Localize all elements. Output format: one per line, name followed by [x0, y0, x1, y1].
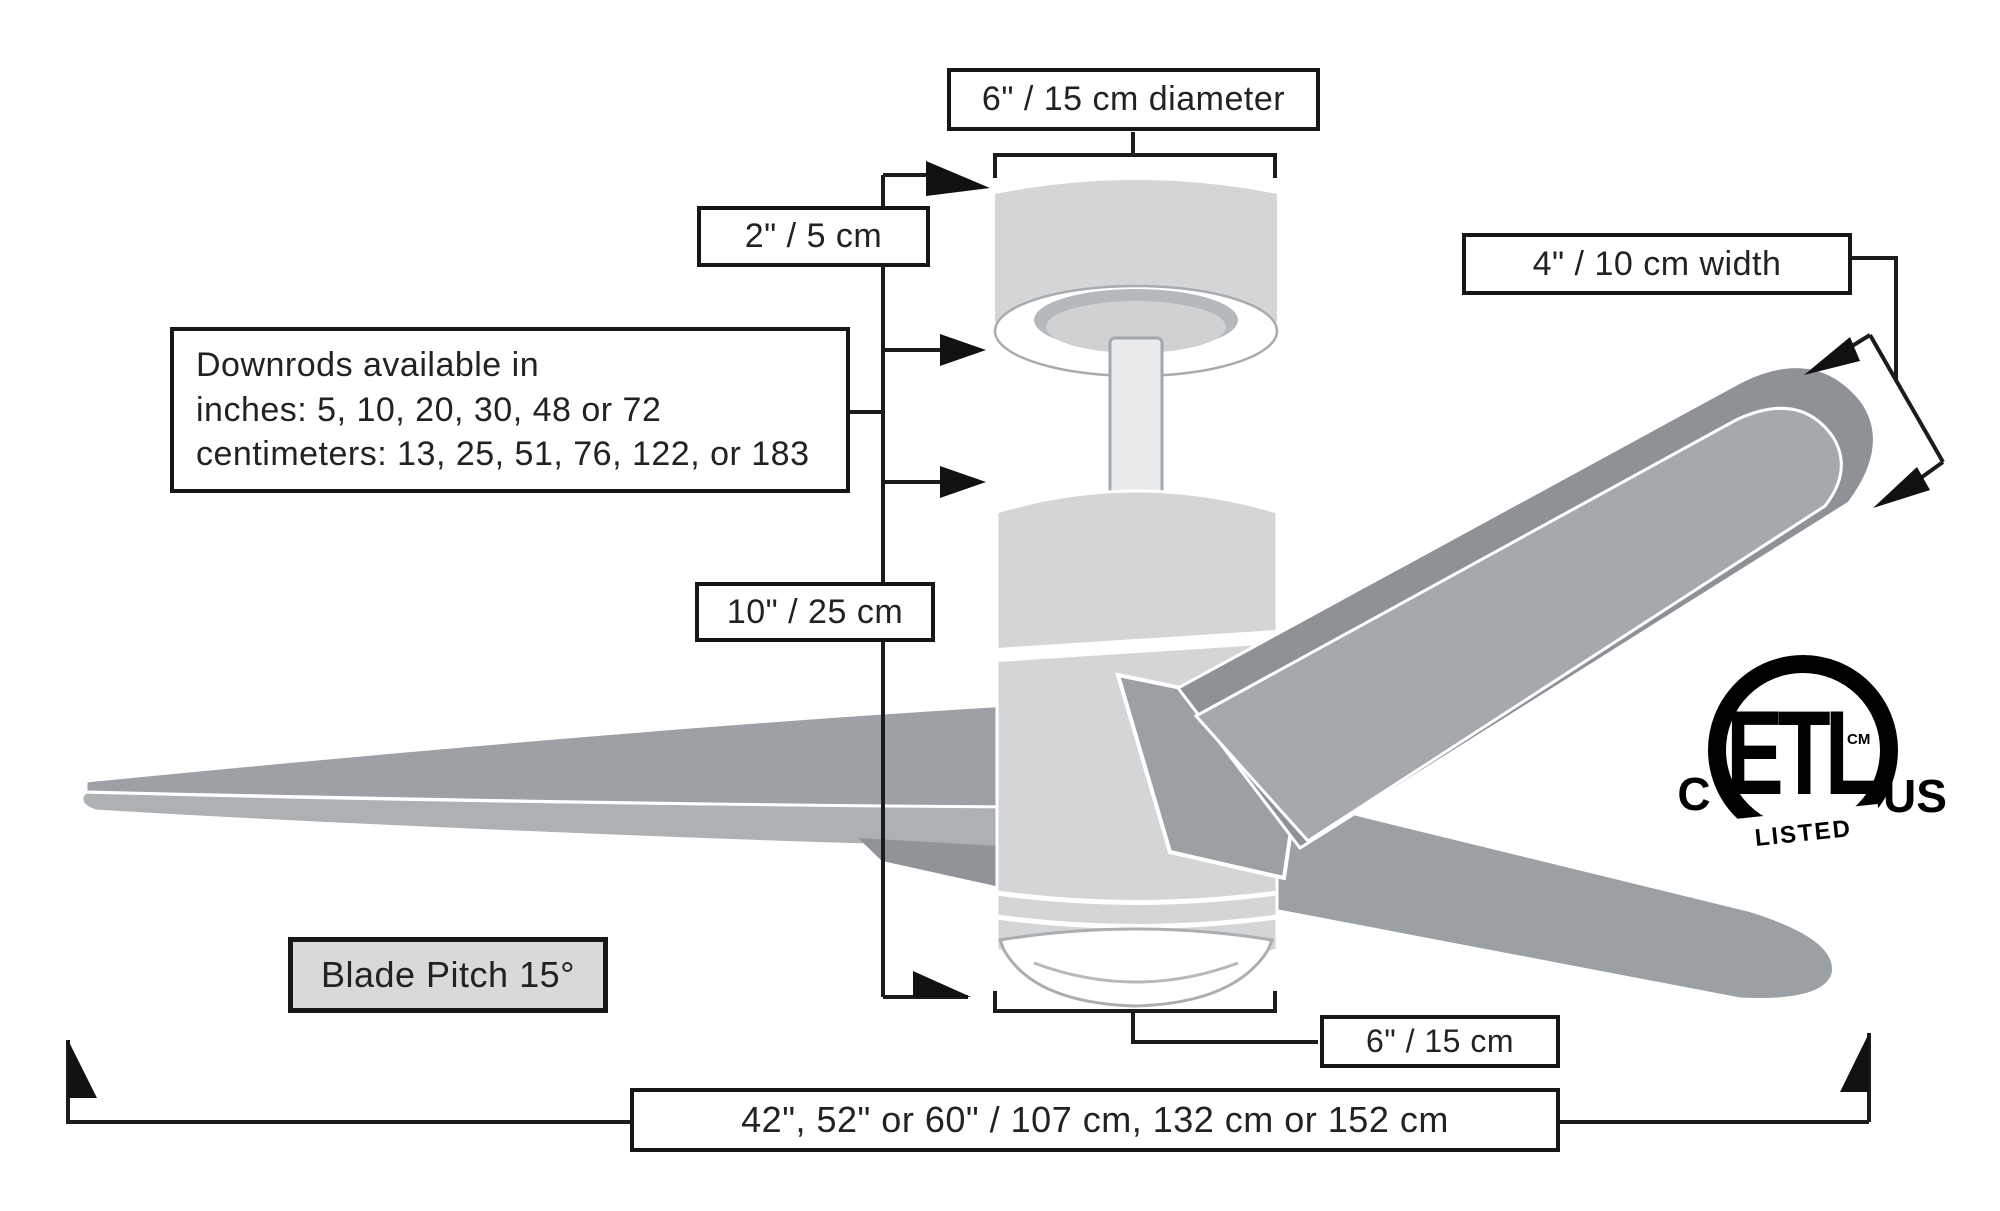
arrowhead-downrod-1 — [940, 334, 986, 366]
blade-span-line-right — [1560, 1033, 1871, 1124]
etl-listed-mark: ETL CM LISTED C US — [1677, 655, 1947, 856]
arrowhead-bottom — [913, 971, 971, 997]
left-blade — [84, 700, 1062, 809]
motor-seam-lower2 — [996, 914, 1278, 929]
canopy-inner-light — [1046, 301, 1226, 353]
arrowhead-blade-width-top — [1804, 337, 1860, 375]
arrowhead-canopy — [926, 161, 990, 196]
label-downrods: Downrods available in inches: 5, 10, 20,… — [170, 327, 850, 493]
etl-listed-banner — [1724, 804, 1882, 856]
blade-width-connector — [1852, 256, 1898, 380]
label-blade-width: 4" / 10 cm width — [1462, 233, 1852, 295]
etl-monogram: ETL — [1726, 686, 1875, 820]
label-motor-height: 10" / 25 cm — [695, 582, 935, 642]
light-kit-inner-arc — [1033, 961, 1239, 984]
blade-span-line-left — [66, 1040, 630, 1124]
downrods-line-3: centimeters: 13, 25, 51, 76, 122, or 183 — [196, 435, 810, 474]
label-canopy-height: 2" / 5 cm — [697, 206, 930, 267]
label-blade-span: 42", 52" or 60" / 107 cm, 132 cm or 152 … — [630, 1088, 1560, 1152]
left-blade-root — [858, 838, 1000, 887]
canopy-bracket — [993, 153, 1277, 178]
downrods-line-2: inches: 5, 10, 20, 30, 48 or 72 — [196, 390, 662, 429]
label-blade-pitch: Blade Pitch 15° — [288, 937, 608, 1013]
etl-us-text: US — [1883, 770, 1947, 822]
flag-span-left — [68, 1040, 97, 1098]
etl-trademark: CM — [1847, 731, 1870, 748]
label-light-kit-width: 6" / 15 cm — [1320, 1015, 1560, 1068]
lower-right-blade — [1226, 780, 1835, 1001]
flag-span-right — [1840, 1033, 1869, 1092]
light-kit-bracket-stem — [1131, 1011, 1318, 1044]
motor-seam-top — [997, 630, 1277, 662]
etl-c-text: C — [1677, 768, 1710, 820]
light-kit-dome — [997, 927, 1275, 1008]
arrowhead-downrod-2 — [940, 466, 986, 498]
label-canopy-diameter: 6" / 15 cm diameter — [947, 68, 1320, 131]
arrowheads — [68, 161, 1930, 1098]
motor-seam-lower1 — [996, 890, 1278, 905]
arrowhead-blade-width-bottom — [1873, 467, 1930, 508]
upper-right-blade — [1193, 406, 1843, 843]
downrods-line-1: Downrods available in — [196, 345, 540, 384]
